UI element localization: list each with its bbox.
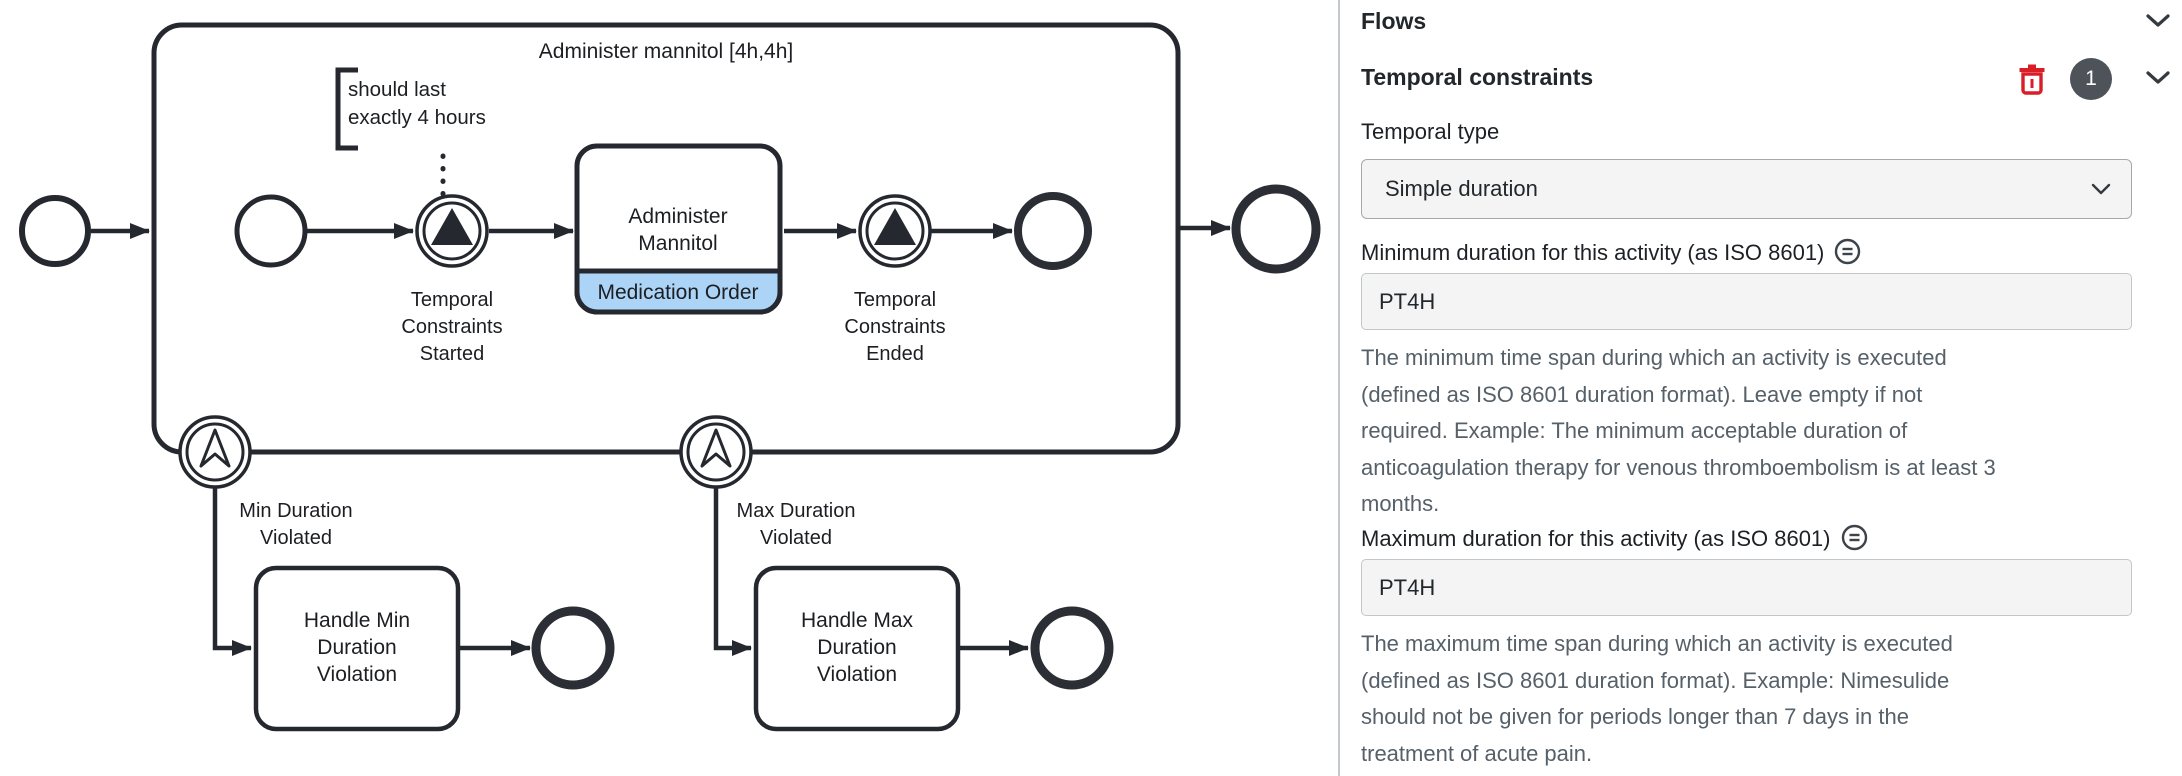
start-event-inner[interactable] <box>234 194 308 268</box>
delete-constraint-button[interactable] <box>2018 63 2046 95</box>
event-temporal-constraints-ended[interactable]: Temporal Constraints Ended <box>844 194 946 365</box>
boundary-event-max-duration[interactable]: Max Duration Violated <box>679 415 856 549</box>
task-handle-max-duration-violation[interactable]: Handle Max Duration Violation <box>753 565 961 732</box>
svg-text:Min Duration: Min Duration <box>239 500 352 522</box>
max-duration-label: Maximum duration for this activity (as I… <box>1361 524 1868 557</box>
svg-text:Violation: Violation <box>817 663 897 686</box>
temporal-constraints-title: Temporal constraints <box>1361 64 1594 90</box>
signal-icon <box>431 208 473 245</box>
escalation-icon <box>700 428 732 468</box>
svg-text:Temporal: Temporal <box>411 289 493 311</box>
temporal-type-value: Simple duration <box>1385 176 1538 201</box>
end-event-inner[interactable] <box>1014 192 1092 270</box>
signal-icon <box>874 208 916 245</box>
end-event-outer[interactable] <box>1231 184 1321 274</box>
svg-text:exactly 4 hours: exactly 4 hours <box>348 106 486 129</box>
text-annotation[interactable]: should last exactly 4 hours <box>335 67 486 151</box>
escalation-icon <box>199 428 231 468</box>
bpmn-canvas[interactable]: Administer mannitol [4h,4h] should last … <box>0 0 1338 776</box>
svg-text:Duration: Duration <box>817 636 896 659</box>
boundary-event-min-duration[interactable]: Min Duration Violated <box>178 415 353 549</box>
chevron-down-icon <box>2146 71 2170 84</box>
svg-text:Handle Max: Handle Max <box>801 609 914 632</box>
sequence-flow-min-boundary-to-task[interactable] <box>212 488 252 656</box>
svg-text:Constraints: Constraints <box>401 316 502 338</box>
temporal-collapse-button[interactable] <box>2145 70 2171 86</box>
sequence-flow-max-boundary-to-task[interactable] <box>713 488 752 656</box>
temporal-type-label: Temporal type <box>1361 119 1500 144</box>
flows-collapse-button[interactable] <box>2145 13 2171 29</box>
min-duration-help: The minimum time span during which an ac… <box>1361 345 1996 516</box>
svg-text:Duration: Duration <box>317 636 396 659</box>
task-handle-min-duration-violation[interactable]: Handle Min Duration Violation <box>253 565 461 732</box>
event-temporal-constraints-started[interactable]: Temporal Constraints Started <box>401 194 503 365</box>
start-event-outer[interactable] <box>19 195 91 267</box>
svg-text:should last: should last <box>348 78 446 101</box>
trash-icon <box>2019 64 2045 95</box>
temporal-type-select[interactable]: Simple duration <box>1361 159 2132 219</box>
chevron-down-icon <box>2091 183 2111 194</box>
svg-text:Administer: Administer <box>628 205 727 228</box>
properties-panel: Flows Temporal constraints 1 Temporal ty… <box>1340 0 2182 776</box>
medication-order-band[interactable] <box>574 268 783 315</box>
subprocess-title: Administer mannitol [4h,4h] <box>539 40 793 63</box>
svg-text:Started: Started <box>420 343 484 365</box>
end-event-max[interactable] <box>1030 606 1114 690</box>
svg-text:Violated: Violated <box>260 527 332 549</box>
svg-text:Handle Min: Handle Min <box>304 609 410 632</box>
svg-text:Max Duration: Max Duration <box>737 500 856 522</box>
max-duration-help: The maximum time span during which an ac… <box>1361 631 1953 766</box>
max-duration-input[interactable] <box>1361 559 2132 616</box>
svg-text:Ended: Ended <box>866 343 924 365</box>
definition-tooltip-icon[interactable] <box>1834 238 1861 271</box>
svg-text:Mannitol: Mannitol <box>638 232 717 255</box>
end-event-min[interactable] <box>531 606 615 690</box>
medication-order-label: Medication Order <box>597 281 758 304</box>
constraint-count-badge: 1 <box>2070 58 2112 100</box>
chevron-down-icon <box>2146 14 2170 27</box>
svg-text:Violation: Violation <box>317 663 397 686</box>
svg-text:Temporal: Temporal <box>854 289 936 311</box>
definition-tooltip-icon[interactable] <box>1841 524 1868 557</box>
panel-divider <box>1338 0 1340 776</box>
task-administer-mannitol[interactable]: Administer Mannitol Medication Order <box>574 143 783 315</box>
min-duration-label: Minimum duration for this activity (as I… <box>1361 238 1861 271</box>
min-duration-input[interactable] <box>1361 273 2132 330</box>
svg-text:Violated: Violated <box>760 527 832 549</box>
svg-text:Constraints: Constraints <box>844 316 945 338</box>
subprocess-administer-mannitol[interactable]: Administer mannitol [4h,4h] <box>151 22 1181 455</box>
flows-section-title: Flows <box>1361 8 1427 34</box>
